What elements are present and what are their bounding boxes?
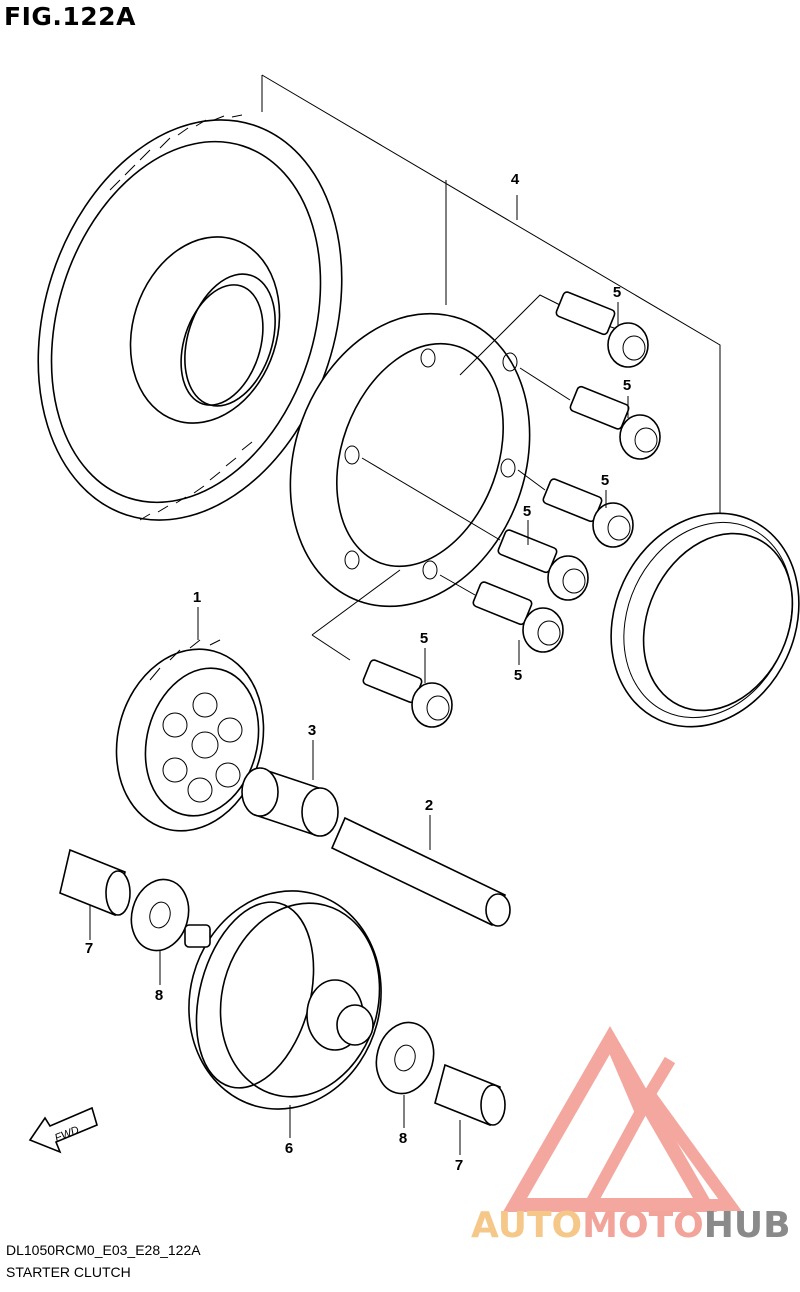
washer-right [375, 1021, 435, 1095]
bolt-e [472, 581, 564, 653]
assembly-bracket-lines [261, 74, 721, 518]
idle-shaft [330, 816, 511, 927]
watermark-logo-icon [502, 1025, 742, 1212]
figure-title: FIG.122A [4, 2, 136, 31]
starter-driven-gear [115, 639, 265, 832]
bolt-group [361, 291, 661, 728]
callout-5b: 5 [622, 377, 632, 394]
callout-4: 4 [510, 171, 520, 188]
watermark-auto: AUTO [471, 1205, 583, 1246]
callout-2: 2 [424, 797, 434, 814]
callout-5f: 5 [419, 630, 429, 647]
one-way-clutch-housing [289, 294, 561, 661]
one-way-clutch-ring [610, 512, 800, 728]
bolt-a [555, 291, 649, 368]
callout-8b: 8 [398, 1130, 408, 1147]
callout-8a: 8 [154, 987, 164, 1004]
callout-5d: 5 [522, 503, 532, 520]
watermark-moto: MOTO [582, 1205, 704, 1246]
bushing [241, 767, 339, 837]
callout-3: 3 [307, 722, 317, 739]
figure-subtitle: STARTER CLUTCH [6, 1264, 131, 1280]
bolt-d [497, 529, 589, 601]
idle-gear [184, 890, 382, 1110]
figure-code: DL1050RCM0_E03_E28_122A [6, 1242, 201, 1258]
bolt-b [569, 385, 661, 460]
callout-5c: 5 [600, 472, 610, 489]
callout-leaders [89, 302, 629, 1155]
watermark-hub: HUB [703, 1205, 791, 1246]
callout-5e: 5 [513, 667, 523, 684]
fwd-arrow-icon [28, 1106, 98, 1154]
callout-7b: 7 [454, 1157, 464, 1174]
callout-7a: 7 [84, 940, 94, 957]
watermark-text: AUTOMOTOHUB [471, 1205, 791, 1246]
callout-6: 6 [284, 1140, 294, 1157]
bolt-c [542, 478, 634, 548]
bushing-left [59, 848, 131, 917]
callout-5a: 5 [612, 284, 622, 301]
washer-left [130, 878, 190, 952]
starter-clutch-gear [37, 114, 343, 521]
callout-1: 1 [192, 589, 202, 606]
bolt-f [362, 659, 453, 728]
bushing-right [434, 1063, 506, 1127]
